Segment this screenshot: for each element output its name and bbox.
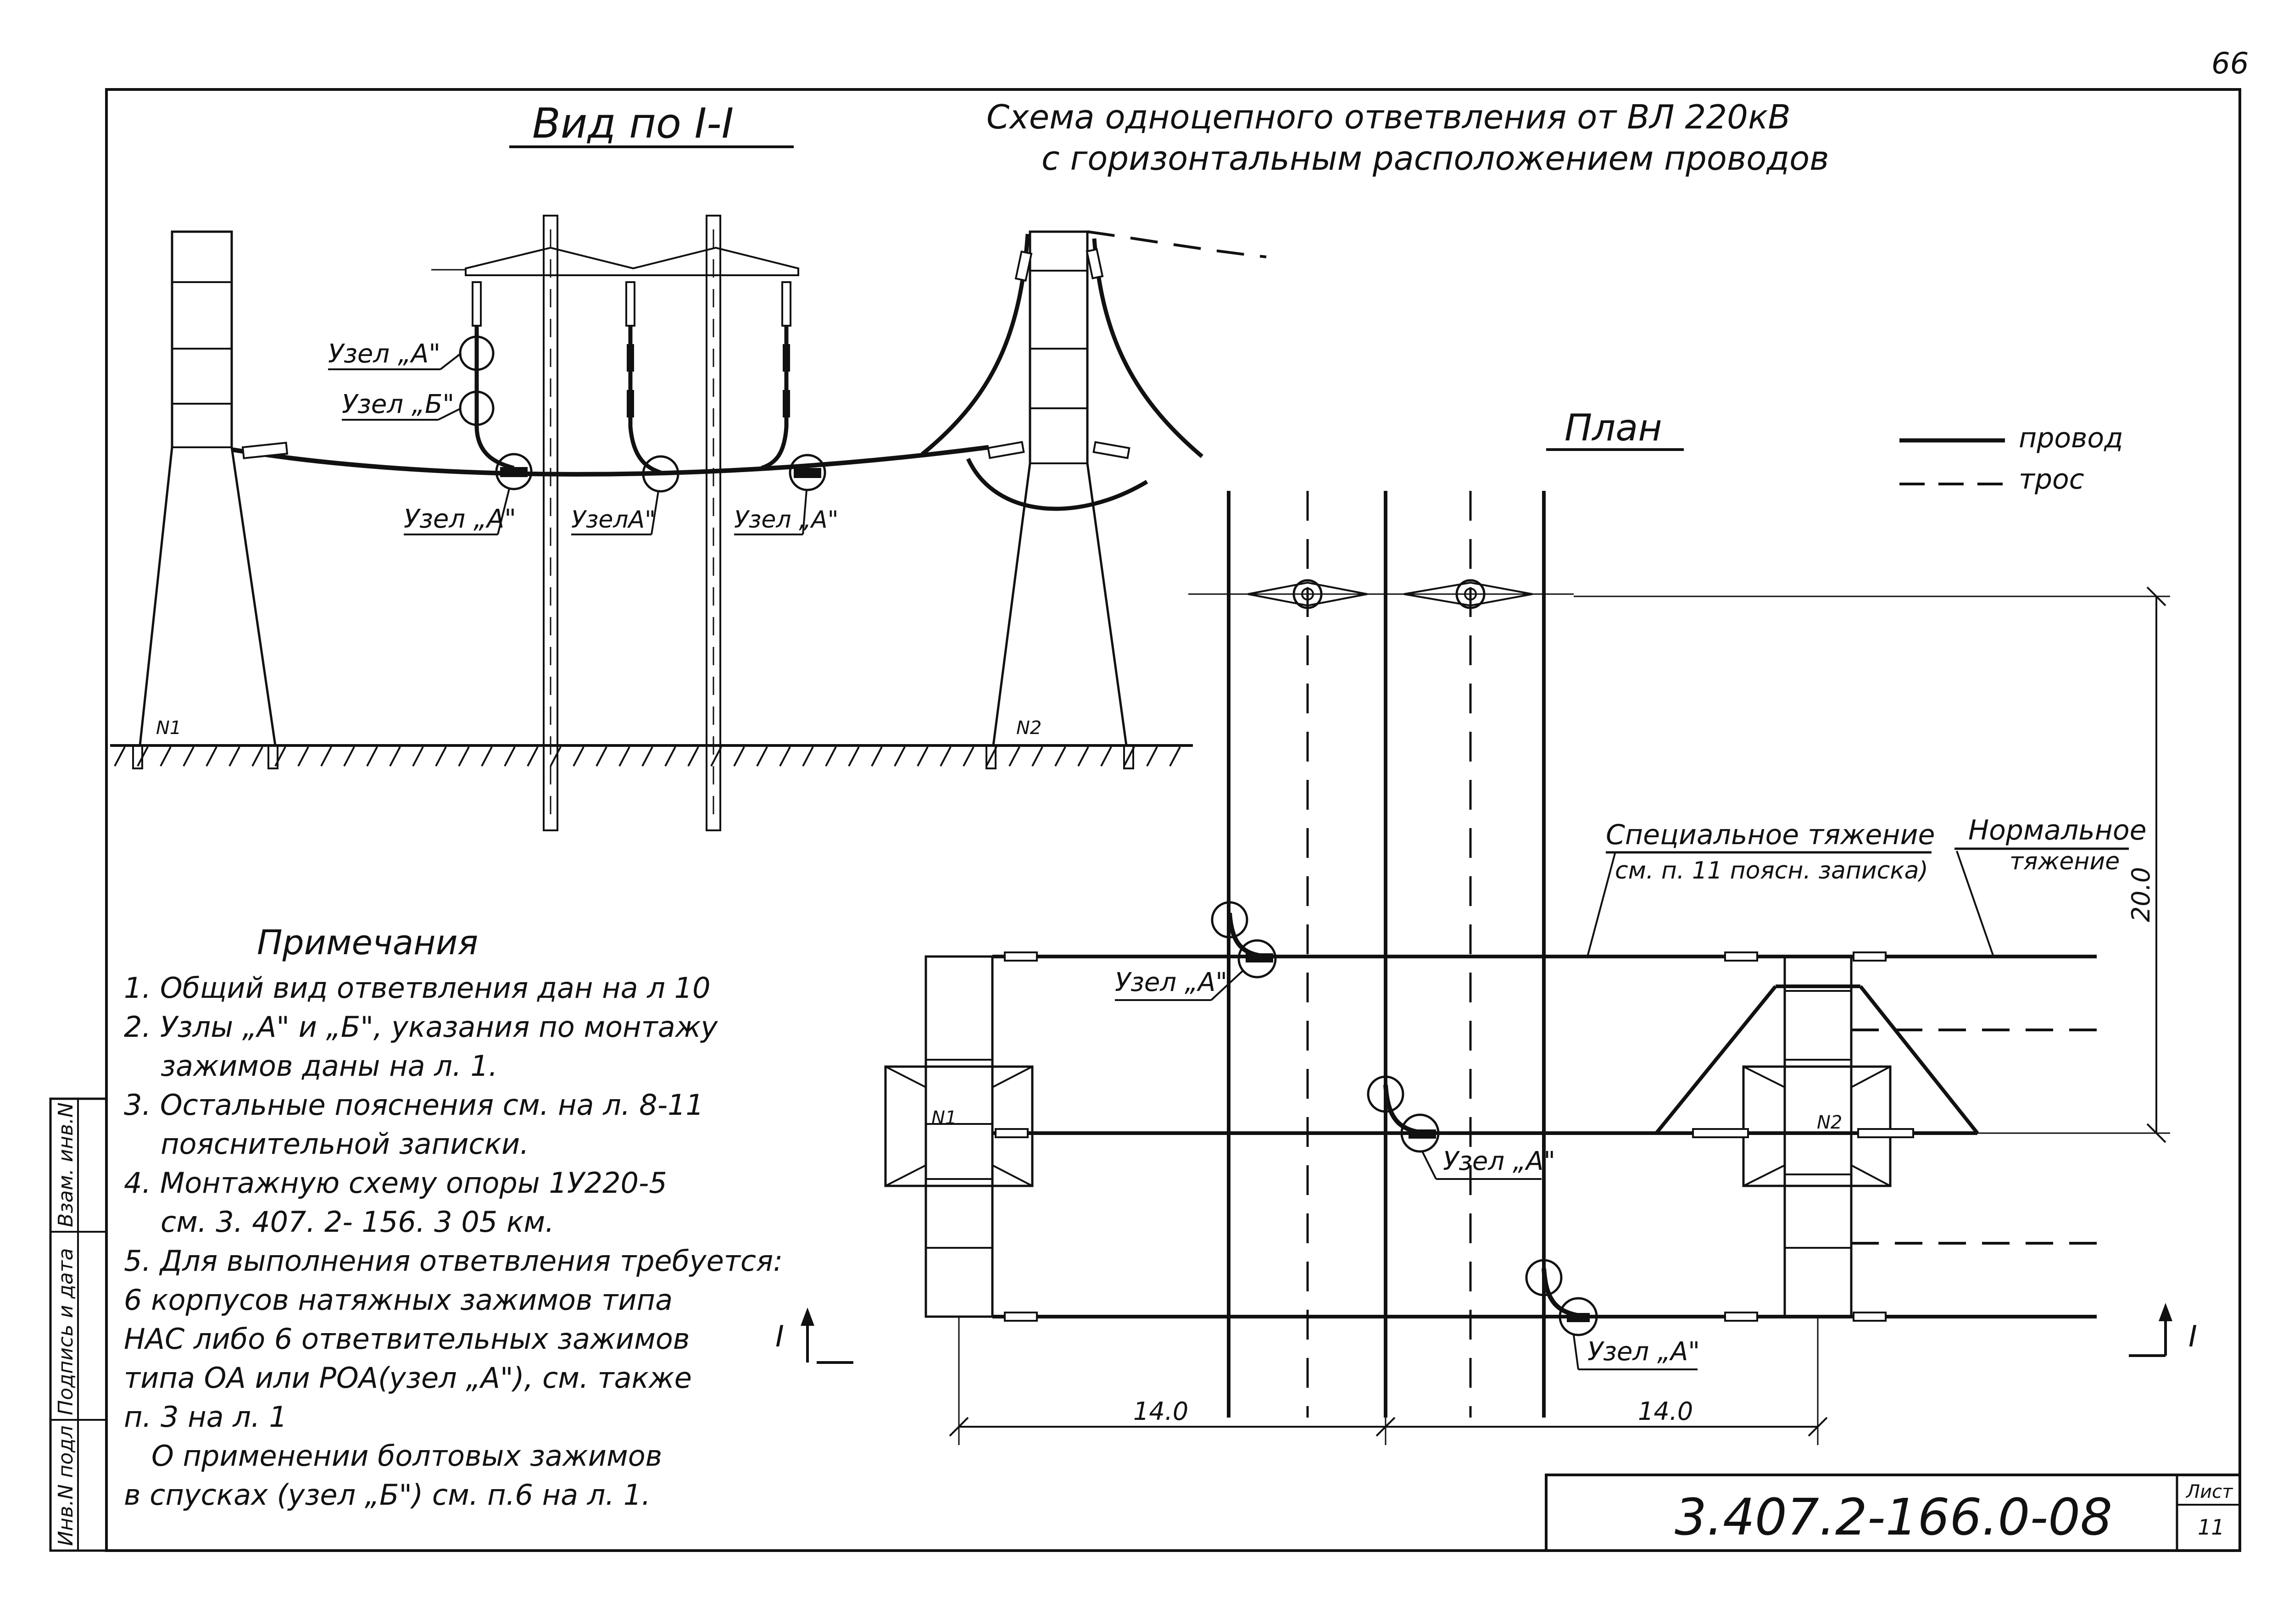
note-line-6: 4. Монтажную схему опоры 1У220-5 [124,1166,667,1200]
scheme-title-line1: Схема одноцепного ответвления от ВЛ 220к… [986,98,1791,136]
plan-title: План [1565,406,1662,449]
note-line-2: 2. Узлы „А" и „Б", указания по монтажу [124,1010,718,1044]
section-mark-right: I [2129,1303,2197,1357]
note-line-11: типа ОА или РОА(узел „А"), см. также [124,1361,692,1395]
special-tension-ref: см. п. 11 поясн. записка) [1615,857,1928,884]
dimension-right: 14.0 [1638,1397,1693,1426]
normal-tension-label-1: Нормальное [1968,814,2147,846]
plan-node-a-3-label: Узел „А" [1587,1337,1700,1367]
side-node-a-1-label: Узел „А" [404,504,516,534]
note-line-8: 5. Для выполнения ответвления требуется: [124,1244,783,1278]
side-node-b-label: Узел „Б" [342,389,454,419]
normal-tension-label-2: тяжение [2010,848,2120,875]
plan-node-a-1-label: Узел „А" [1115,968,1227,997]
side-node-a-top-label: Узел „А" [328,339,440,369]
note-line-5: пояснительной записки. [161,1127,529,1161]
notes-block: Примечания 1. Общий вид ответвления дан … [124,923,783,1512]
sheet-number: 11 [2198,1515,2225,1540]
section-mark-left: I [775,1307,853,1364]
side-node-a-3-label: Узел „А" [734,506,839,534]
support-n1-label-plan: N1 [931,1107,957,1129]
support-n2-side: N2 [921,230,1267,769]
plan-node-a-2-label: Узел „А" [1443,1146,1555,1176]
support-n1-side: N1 [132,230,278,769]
side-node-a-2-label: УзелА" [571,506,656,534]
note-line-9: 6 корпусов натяжных зажимов типа [124,1283,673,1317]
note-line-14: в спусках (узел „Б") см. п.6 на л. 1. [124,1478,651,1512]
legend-cable-label: трос [2019,463,2084,495]
main-wire-side [231,445,989,477]
side-view: N1 N2 [110,215,1267,831]
sheet-label: Лист [2185,1481,2233,1502]
support-n1-label-side: N1 [156,717,181,739]
stamp-vzam-inv: Взам. инв.N [54,1102,78,1227]
note-line-13: О применении болтовых зажимов [151,1439,662,1473]
portal-poles [431,215,826,831]
support-n2-label-side: N2 [1016,717,1041,739]
section-mark-right-label: I [2188,1320,2197,1354]
note-line-12: п. 3 на л. 1 [124,1400,287,1434]
note-line-10: НАС либо 6 ответвительных зажимов [124,1322,690,1356]
plan-view: N1 N2 [775,491,2197,1445]
stamp-signature-date: Подпись и дата [54,1248,78,1415]
page-number: 66 [2211,47,2249,81]
legend-wire-label: провод [2019,422,2123,454]
drawing-code: 3.407.2-166.0-08 [1675,1488,2112,1546]
section-mark-left-label: I [775,1320,784,1354]
title-block: 3.407.2-166.0-08 Лист 11 [1545,1474,2241,1552]
note-line-7: см. 3. 407. 2- 156. 3 05 км. [161,1205,554,1239]
dimension-vertical: 20.0 [2127,867,2155,922]
legend: провод трос [1899,422,2123,495]
plan-nodes [1211,901,1598,1336]
special-tension-label: Специальное тяжение [1606,819,1935,851]
view-title: Вид по I-I [532,100,734,148]
dimension-left: 14.0 [1133,1397,1188,1426]
side-stamp: Инв.N подл Подпись и дата Взам. инв.N [49,1097,108,1552]
scheme-title-line2: с горизонтальным расположением проводов [1041,139,1829,178]
sheet-frame [105,88,2241,1552]
stamp-inv-podl: Инв.N подл [54,1425,78,1546]
notes-title: Примечания [257,923,478,962]
note-line-1: 1. Общий вид ответвления дан на л 10 [124,971,711,1005]
note-line-3: зажимов даны на л. 1. [161,1049,498,1083]
support-n2-label-plan: N2 [1817,1112,1842,1133]
note-line-4: 3. Остальные пояснения см. на л. 8-11 [124,1088,704,1122]
